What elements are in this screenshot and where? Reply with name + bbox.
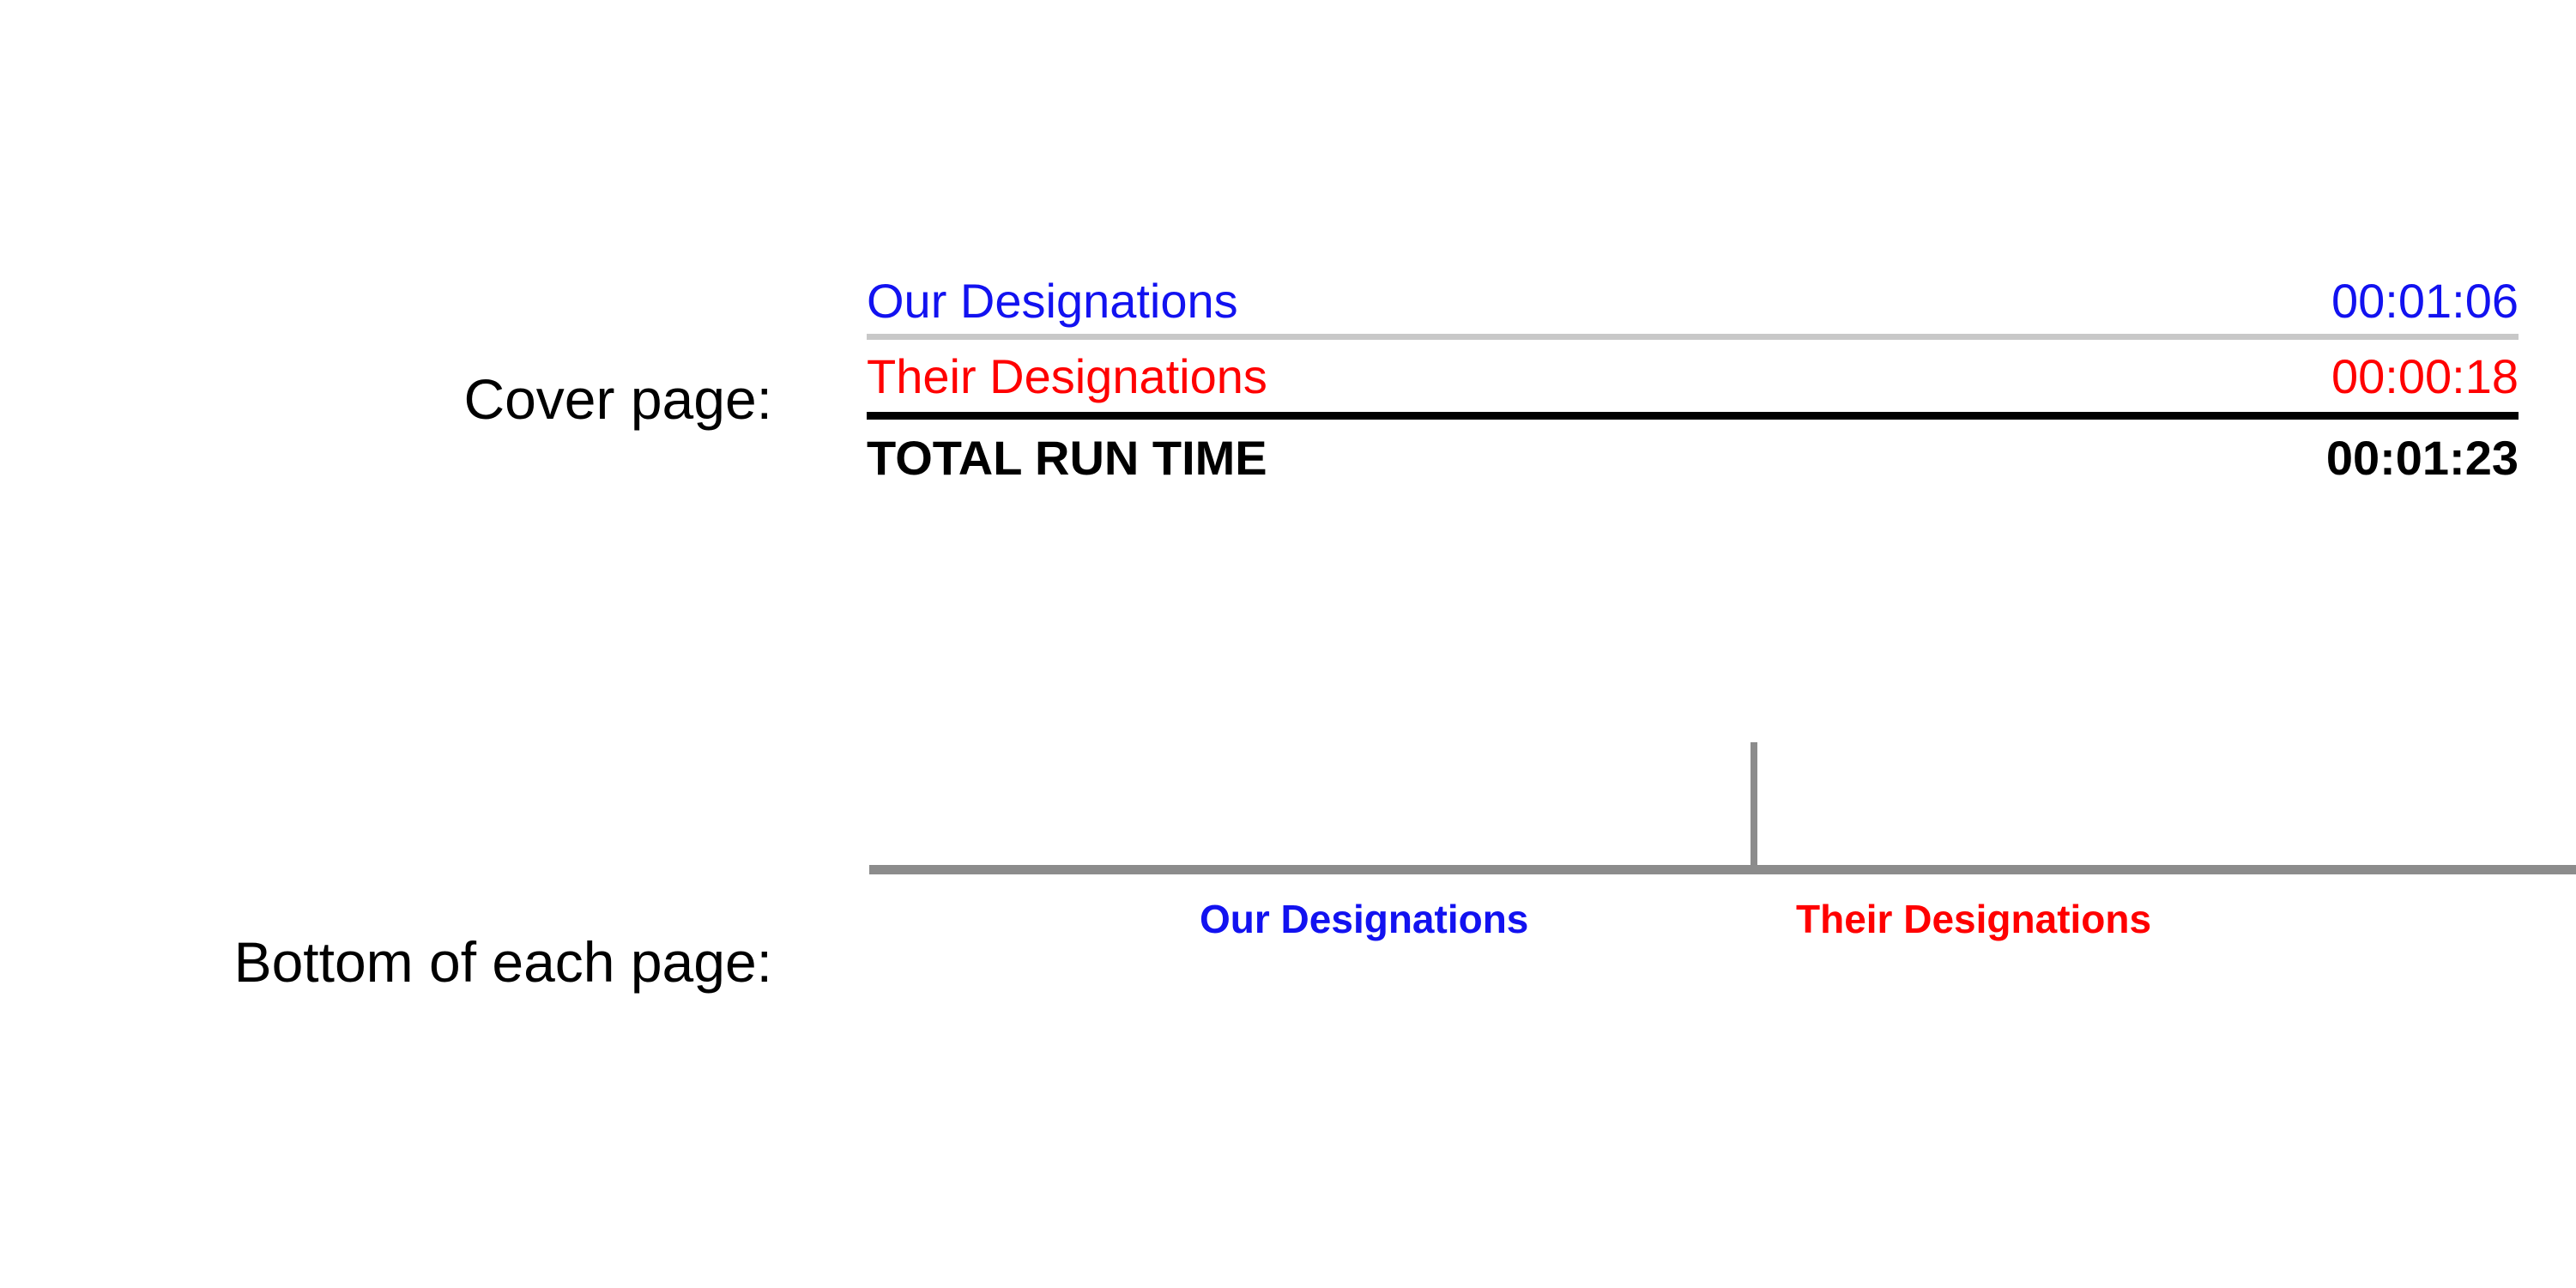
table-row: Our Designations 00:01:06 (867, 274, 2519, 334)
table-rule-light (867, 333, 2519, 340)
runtime-table: Our Designations 00:01:06 Their Designat… (867, 274, 2519, 486)
runtime-row-value-ours: 00:01:06 (2331, 274, 2519, 328)
runtime-row-value-total: 00:01:23 (2325, 431, 2519, 486)
footer-caption-ours: Our Designations (1200, 897, 1529, 941)
runtime-row-name-theirs: Their Designations (867, 348, 1267, 403)
footer-vertical-divider-tick (1751, 742, 1757, 869)
table-row: Their Designations 00:00:18 (867, 340, 2519, 413)
runtime-row-value-theirs: 00:00:18 (2331, 348, 2519, 403)
cover-page-label: Cover page: (463, 367, 772, 431)
table-row-total: TOTAL RUN TIME 00:01:23 (867, 420, 2519, 486)
bottom-of-page-label: Bottom of each page: (233, 930, 772, 994)
table-rule-heavy (867, 412, 2519, 420)
runtime-row-name-total: TOTAL RUN TIME (867, 431, 1267, 486)
footer-horizontal-rule (869, 865, 2576, 874)
footer-mock: Our Designations Their Designations (869, 738, 2576, 961)
footer-caption-theirs: Their Designations (1796, 897, 2152, 941)
runtime-row-name-ours: Our Designations (867, 274, 1238, 328)
